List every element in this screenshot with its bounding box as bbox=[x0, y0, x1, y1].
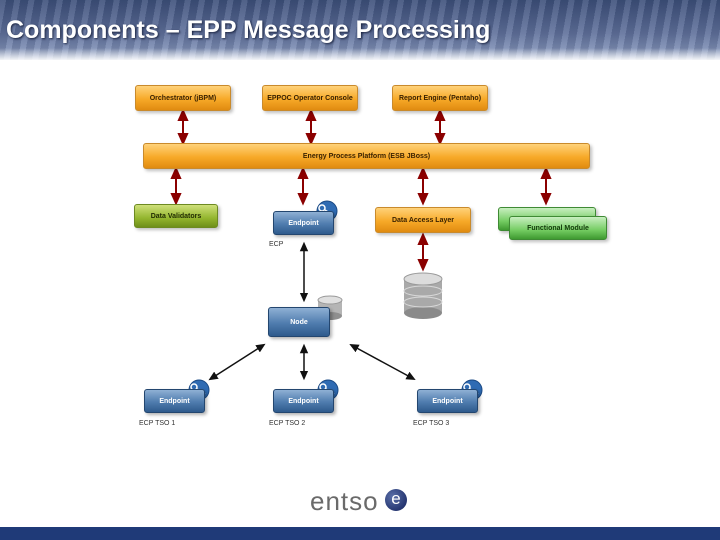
report-engine-box: Report Engine (Pentaho) bbox=[392, 85, 488, 111]
ecp-caption: ECP bbox=[269, 241, 284, 248]
header-banner: Components – EPP Message Processing bbox=[0, 0, 720, 60]
entsoe-logo-e: e bbox=[385, 489, 407, 511]
entsoe-logo-text: entso bbox=[310, 486, 379, 516]
database-icon bbox=[403, 272, 443, 319]
operator-console-box: EPPOC Operator Console bbox=[262, 85, 358, 111]
orchestrator-box: Orchestrator (jBPM) bbox=[135, 85, 231, 111]
arrow-node-tso1 bbox=[208, 343, 266, 381]
page-title: Components – EPP Message Processing bbox=[6, 16, 491, 44]
ecp-tso2-caption: ECP TSO 2 bbox=[269, 420, 306, 427]
node-box: Node bbox=[268, 307, 330, 337]
ecp-tso1-caption: ECP TSO 1 bbox=[139, 420, 176, 427]
endpoint-box: Endpoint bbox=[273, 211, 334, 235]
ecp-tso3-caption: ECP TSO 3 bbox=[413, 420, 450, 427]
endpoint-tso1-box: Endpoint bbox=[144, 389, 205, 413]
endpoint-tso2-box: Endpoint bbox=[273, 389, 334, 413]
platform-bar: Energy Process Platform (ESB JBoss) bbox=[143, 143, 590, 169]
functional-module-box: Functional Module bbox=[509, 216, 607, 240]
header-fade bbox=[0, 48, 720, 60]
arrow-node-tso3 bbox=[349, 343, 416, 381]
data-validators-box: Data Validators bbox=[134, 204, 218, 228]
footer-bar bbox=[0, 527, 720, 540]
endpoint-tso3-box: Endpoint bbox=[417, 389, 478, 413]
data-access-layer-box: Data Access Layer bbox=[375, 207, 471, 233]
